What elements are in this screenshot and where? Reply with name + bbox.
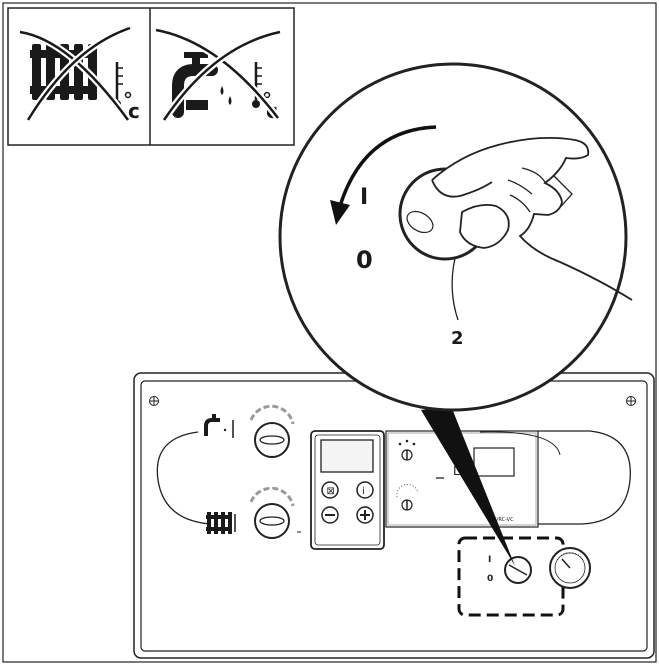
minus-button[interactable] xyxy=(321,506,339,524)
temp-selector-knob[interactable] xyxy=(396,483,419,511)
arrow-head xyxy=(330,200,350,225)
pressure-gauge xyxy=(549,547,591,589)
svg-text:i: i xyxy=(362,486,365,497)
zoom-pointer xyxy=(421,406,515,566)
hand-turning-knob xyxy=(431,136,633,301)
screw-icon xyxy=(626,396,636,406)
svg-text:⊠: ⊠ xyxy=(327,486,335,497)
panel-on-label: I xyxy=(488,555,491,565)
rotation-arrow xyxy=(338,125,437,207)
heating-temp-knob[interactable] xyxy=(249,486,301,539)
off-position-label: 0 xyxy=(356,246,373,274)
radiator-crossed-icon: c xyxy=(19,24,140,123)
model-label: VRC-VC xyxy=(495,517,514,523)
plus-button[interactable] xyxy=(356,506,374,524)
info-button[interactable]: ⊠ xyxy=(321,481,339,499)
hot-water-icon xyxy=(204,414,234,438)
temp-unit-label-1: c xyxy=(128,99,140,123)
panel-off-label: 0 xyxy=(487,574,493,584)
hot-water-temp-knob[interactable] xyxy=(249,404,295,458)
main-switch[interactable] xyxy=(504,556,532,584)
boiler-control-panel: ⊠ i xyxy=(133,372,655,659)
controller-screen xyxy=(473,447,515,477)
callout-label: 2 xyxy=(451,328,464,349)
right-arc xyxy=(538,430,631,525)
on-position-label: I xyxy=(360,185,368,210)
mode-button[interactable]: i xyxy=(356,481,374,499)
heating-icon xyxy=(206,512,236,534)
left-arc xyxy=(156,431,211,525)
callout-line xyxy=(451,257,459,321)
disabled-functions-box: c c xyxy=(7,7,295,146)
tap-crossed-icon: c xyxy=(155,26,281,123)
mode-selector-knob[interactable] xyxy=(398,439,416,461)
screw-icon xyxy=(149,396,159,406)
lcd-screen xyxy=(320,439,374,473)
display-unit: ⊠ i xyxy=(310,430,385,550)
svg-text:L: L xyxy=(453,464,460,478)
magnified-main-switch: I 0 2 xyxy=(278,62,633,412)
